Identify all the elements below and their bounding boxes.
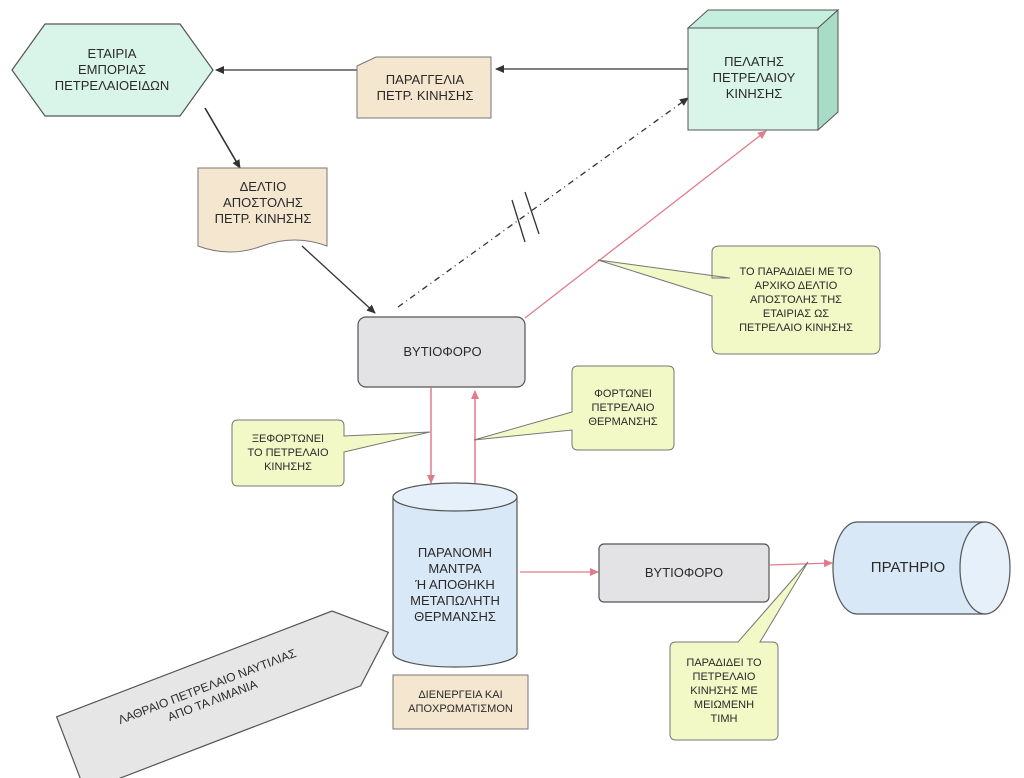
callout-unloads: ΞΕΦΟΡΤΩΝΕΙ ΤΟ ΠΕΤΡΕΛΑΙΟ ΚΙΝΗΣΗΣ [247, 433, 329, 473]
callout-loads-heating-shape [473, 365, 675, 451]
callout-delivers-reduced-shape [669, 561, 809, 741]
customer-box-front [687, 27, 819, 131]
processing-box [392, 674, 529, 730]
customer-box-top [686, 9, 840, 29]
station-label: ΠΡΑΤΗΡΙΟ [870, 559, 946, 576]
customer-label: ΠΕΛΑΤΗΣ ΠΕΤΡΕΛΑΙΟΥ ΚΙΝΗΣΗΣ [712, 54, 796, 101]
callout-delivers-original-shape [597, 245, 881, 355]
depot-cylinder-top [392, 482, 518, 512]
customer-box-side [817, 8, 839, 132]
depot-cylinder-body [392, 496, 518, 668]
smuggled-arrow [55, 610, 390, 778]
company-label: ΕΤΑΙΡΙΑ ΕΜΠΟΡΙΑΣ ΠΕΤΡΕΛΑΙΟΕΙΔΩΝ [54, 46, 170, 93]
depot-label: ΠΑΡΑΝΟΜΗ ΜΑΝΤΡΑ Ή ΑΠΟΘΗΚΗ ΜΕΤΑΠΩΛΗΤΗ ΘΕΡ… [410, 545, 500, 624]
callout-loads-heating: ΦΟΡΤΩΝΕΙ ΠΕΤΡΕΛΑΙΟ ΘΕΡΜΑΝΣΗΣ [588, 388, 658, 428]
break-mark-2 [524, 191, 540, 235]
arrow-note-to-tanker [301, 245, 376, 314]
tanker-bottom-label: ΒΥΤΙΟΦΟΡΟ [644, 565, 724, 580]
callout-delivers-original: ΤΟ ΠΑΡΑΔΙΔΕΙ ΜΕ ΤΟ ΑΡΧΙΚΟ ΔΕΛΤΙΟ ΑΠΟΣΤΟΛ… [739, 266, 853, 334]
tanker-top-label: ΒΥΤΙΟΦΟΡΟ [403, 344, 482, 359]
arrow-tanker-bottom-to-station [769, 559, 833, 568]
order-label: ΠΑΡΑΓΓΕΛΙΑ ΠΕΤΡ. ΚΙΝΗΣΗΣ [376, 72, 474, 103]
arrow-tanker-to-customer-red [524, 130, 767, 319]
arrow-tanker-to-customer-dashed [397, 97, 689, 308]
callout-unloads-shape [231, 419, 431, 487]
company-hexagon [11, 23, 214, 117]
arrow-company-to-note [204, 107, 241, 169]
tanker-bottom-box [598, 543, 770, 603]
delivery-note-label: ΔΕΛΤΙΟ ΑΠΟΣΤΟΛΗΣ ΠΕΤΡ. ΚΙΝΗΣΗΣ [214, 179, 312, 226]
tanker-top-box [357, 316, 526, 388]
delivery-note-shape [197, 167, 328, 253]
station-cylinder-end [959, 521, 1011, 615]
processing-label: ΔΙΕΝΕΡΓΕΙΑ ΚΑΙ ΑΠΟΧΡΩΜΑΤΙΣΜΟΝ [408, 689, 513, 715]
station-cylinder-body [832, 521, 986, 615]
order-document-shape [356, 56, 492, 119]
callout-delivers-reduced: ΠΑΡΑΔΙΔΕΙ ΤΟ ΠΕΤΡΕΛΑΙΟ ΚΙΝΗΣΗΣ ΜΕ ΜΕΙΩΜΕ… [686, 657, 762, 725]
break-mark-1 [511, 199, 526, 243]
